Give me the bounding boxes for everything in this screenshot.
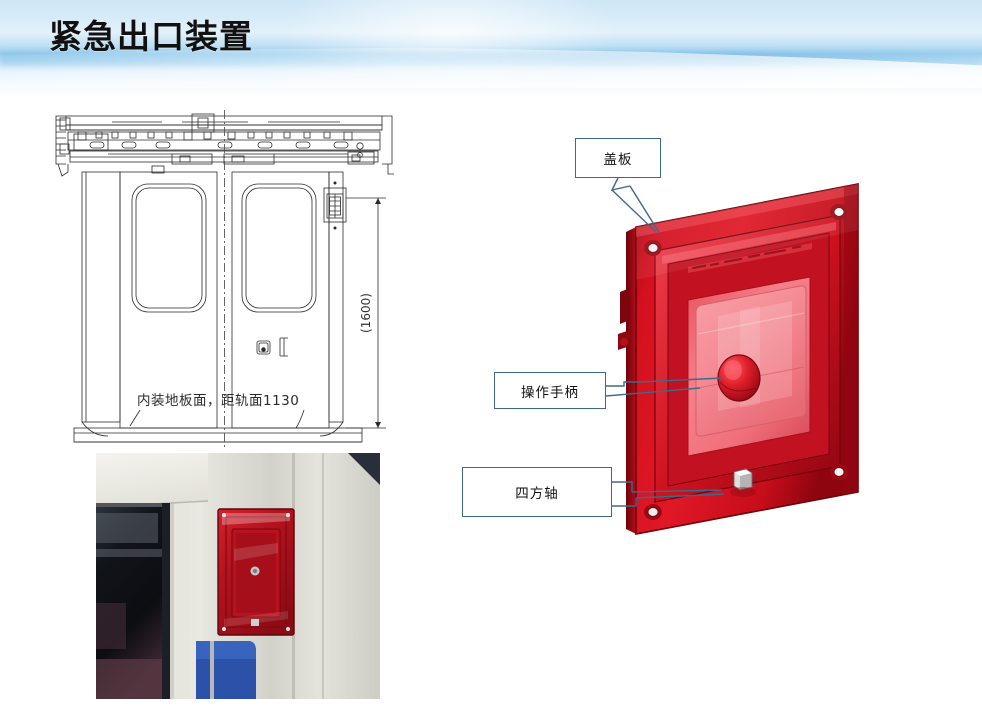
- header-banner: [0, 0, 982, 96]
- callout-square-shaft-label: 四方轴: [515, 486, 559, 502]
- callout-operating-handle-label: 操作手柄: [521, 384, 579, 401]
- installed-emergency-exit-photo: [96, 453, 380, 699]
- callout-square-shaft[interactable]: 四方轴: [462, 467, 612, 517]
- callout-operating-handle[interactable]: 操作手柄: [494, 372, 606, 409]
- page-title: 紧急出口装置: [49, 17, 253, 56]
- callout-cover-plate[interactable]: 盖板: [575, 138, 661, 178]
- drawing-dimension-1600: (1600): [359, 293, 373, 333]
- emergency-exit-3d-render: [440, 120, 960, 550]
- callout-cover-plate-label: 盖板: [603, 152, 633, 168]
- door-assembly-drawing: (1600) 内装地板面，距轨面1130: [52, 110, 404, 450]
- drawing-floor-note: 内装地板面，距轨面1130: [137, 393, 299, 409]
